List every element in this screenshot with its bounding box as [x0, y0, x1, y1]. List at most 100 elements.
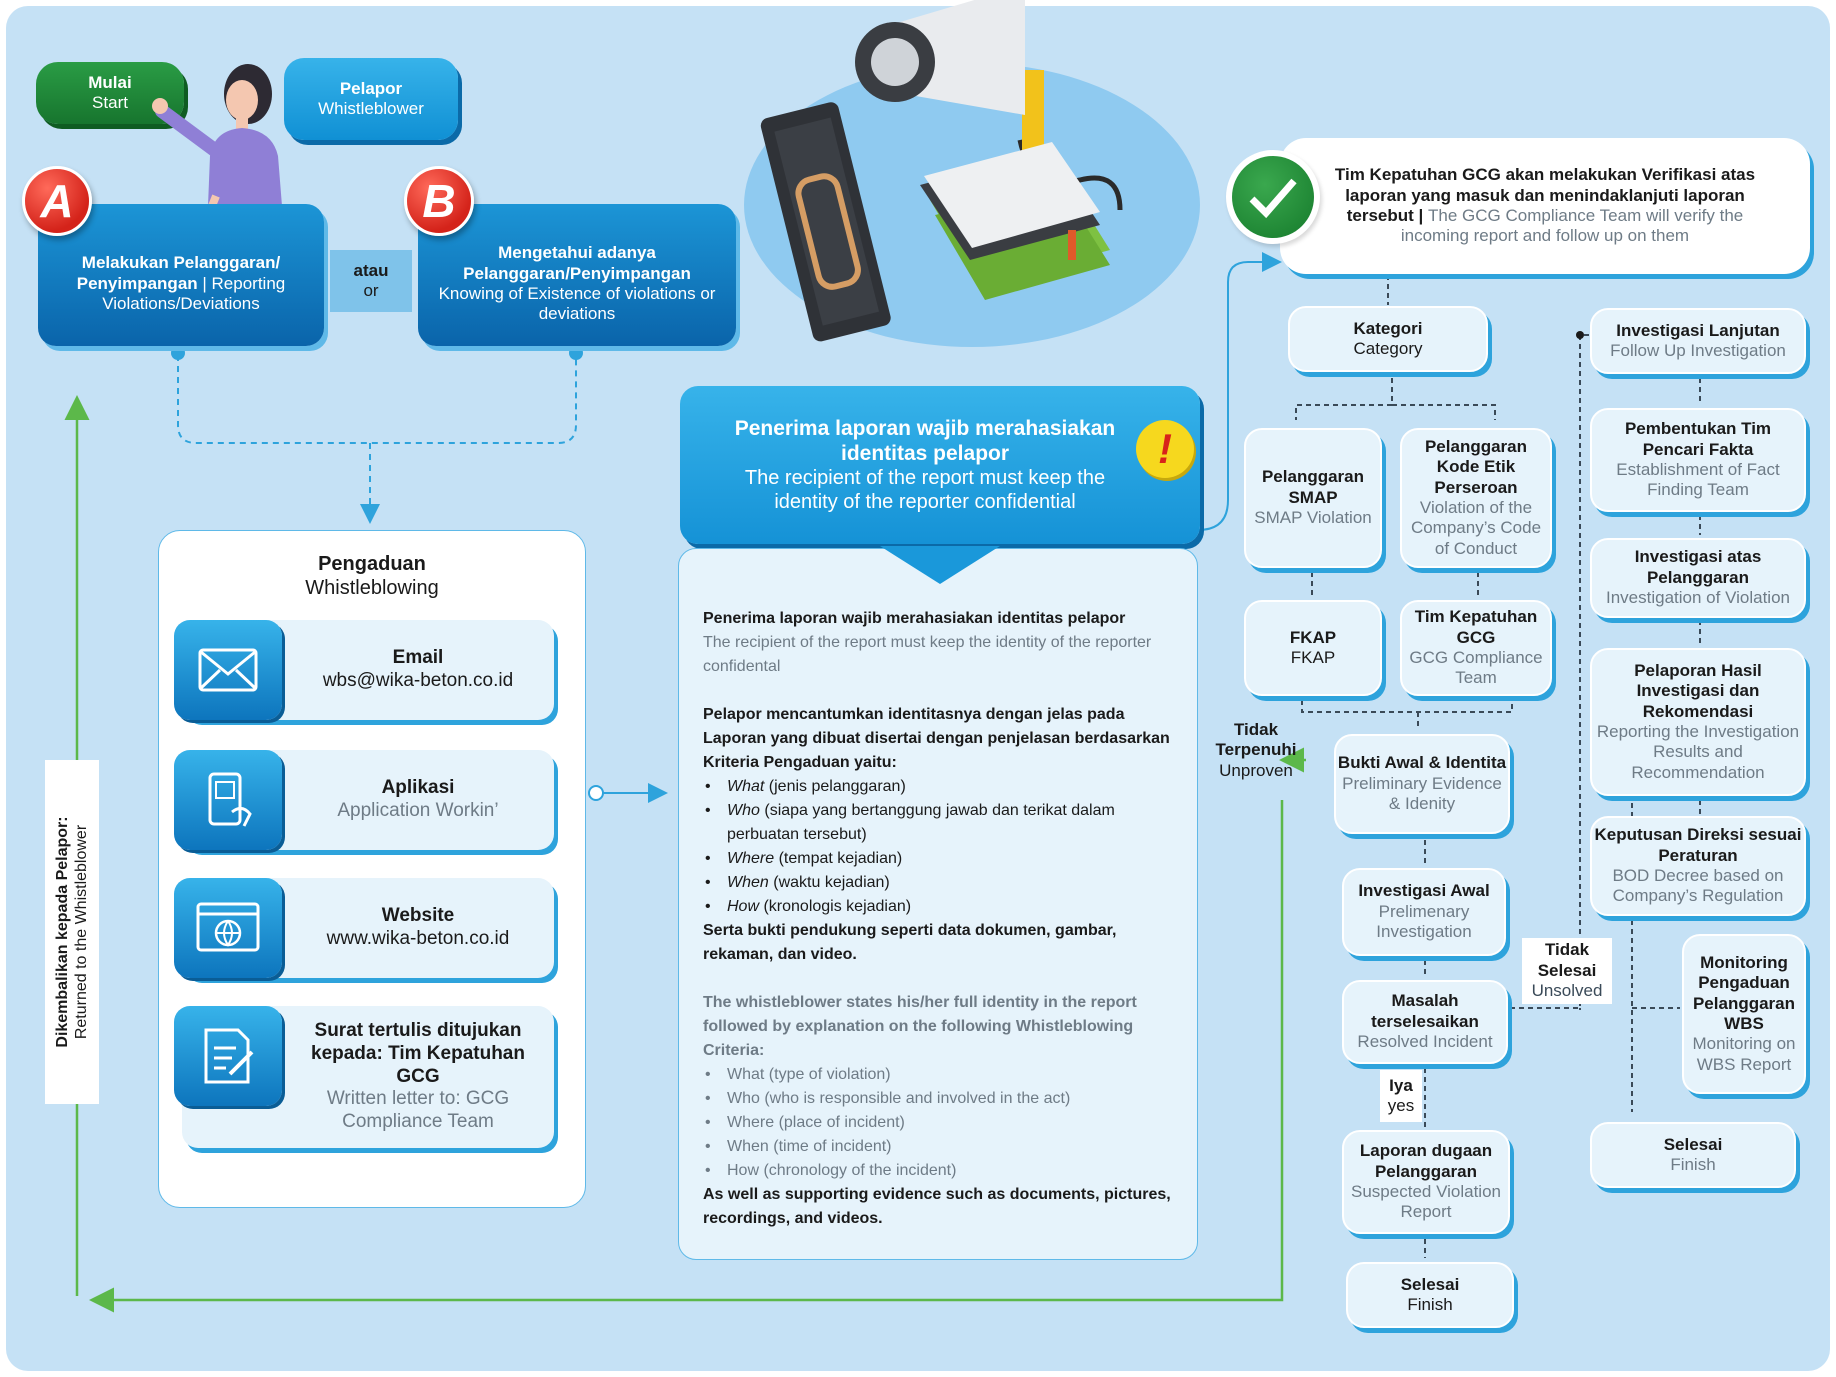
smap-subtitle: SMAP Violation — [1254, 508, 1372, 528]
option-a-box: Melakukan Pelanggaran/ Penyimpangan | Re… — [38, 204, 324, 346]
criteria-en-item: Where (place of incident) — [703, 1111, 1179, 1135]
criteria-p1-title: Penerima laporan wajib merahasiakan iden… — [703, 610, 1126, 627]
verification-separator: | — [1413, 206, 1429, 225]
check-icon — [1232, 156, 1314, 238]
channel-email-value: wbs@wika-beton.co.id — [322, 670, 514, 691]
channel-website-title: Website — [381, 905, 455, 927]
unproven-title: Tidak Terpenuhi — [1215, 720, 1297, 760]
gcg-team-subtitle: GCG Compliance Team — [1409, 648, 1543, 688]
channel-letter-title: Surat tertulis ditujukan kepada: Tim Kep… — [311, 1020, 525, 1087]
whistleblower-person-icon — [152, 64, 282, 206]
verification-box: Tim Kepatuhan GCG akan melakukan Verifik… — [1280, 138, 1810, 274]
unsolved-title: Tidak Selesai — [1537, 940, 1597, 980]
smap-title: Pelanggaran SMAP — [1261, 467, 1365, 507]
megaphone-books-illustration — [744, 0, 1200, 347]
unproven-subtitle: Unproven — [1219, 760, 1293, 780]
resolved-title: Masalah terselesaikan — [1371, 991, 1479, 1031]
email-icon — [174, 620, 282, 720]
complaint-header: Pengaduan Whistleblowing — [158, 552, 586, 600]
channel-letter-value: Written letter to: GCG Compliance Team — [326, 1088, 510, 1133]
returned-subtitle: Returned to the Whistleblower — [73, 824, 90, 1040]
option-a-separator: | — [197, 273, 212, 293]
channel-letter[interactable]: Surat tertulis ditujukan kepada: Tim Kep… — [174, 1006, 554, 1148]
confidentiality-subtitle: The recipient of the report must keep th… — [744, 467, 1106, 514]
letter-icon — [174, 1006, 282, 1106]
investigation-violation-title: Investigasi atas Pelanggaran — [1634, 547, 1762, 587]
returned-title: Dikembalikan kepada Pelapor: — [53, 816, 71, 1048]
verification-subtitle: The GCG Compliance Team will verify the … — [1400, 206, 1744, 246]
finish-2-title: Selesai — [1663, 1134, 1723, 1154]
evidence-subtitle: Preliminary Evidence & Idenity — [1342, 773, 1502, 814]
or-connector: atau or — [330, 250, 412, 312]
category-title: Kategori — [1353, 318, 1423, 338]
ab-merge-line — [177, 355, 577, 524]
channel-app-value: Application Workin’ — [337, 800, 499, 821]
whistleblower-title: Pelapor — [339, 78, 403, 98]
start-subtitle: Start — [92, 93, 128, 112]
fkap-subtitle: FKAP — [1290, 648, 1336, 667]
criteria-id-item: When (waktu kejadian) — [703, 871, 1179, 895]
badge-a: A — [22, 166, 92, 236]
option-a-subtitle: Reporting Violations/Deviations — [102, 273, 286, 314]
verification-title: Tim Kepatuhan GCG akan melakukan Verifik… — [1334, 165, 1756, 225]
website-icon — [174, 878, 282, 978]
criteria-p2-title: Pelapor mencantumkan identitasnya dengan… — [703, 706, 1170, 771]
fkap-title: FKAP — [1289, 627, 1337, 647]
evidence-title: Bukti Awal & Identita — [1337, 753, 1507, 773]
gcg-team-title: Tim Kepatuhan GCG — [1414, 607, 1538, 647]
returned-label: Dikembalikan kepada Pelapor: Returned to… — [53, 760, 91, 1104]
resolved-subtitle: Resolved Incident — [1357, 1032, 1493, 1052]
start-title: Mulai — [88, 72, 132, 92]
app-icon — [174, 750, 282, 850]
follow-up-title: Investigasi Lanjutan — [1616, 320, 1780, 340]
returned-label-box — [45, 760, 99, 1104]
criteria-id-item: What (jenis pelanggaran) — [703, 775, 1179, 799]
criteria-id-list: What (jenis pelanggaran) Who (siapa yang… — [703, 775, 1179, 919]
investigation-results-subtitle: Reporting the Investigation Results and … — [1596, 722, 1800, 782]
bod-decree-title: Keputusan Direksi sesuai Peraturan — [1594, 825, 1802, 865]
prelim-investigation-subtitle: Prelimenary Investigation — [1376, 901, 1472, 942]
fact-finding-subtitle: Establishment of Fact Finding Team — [1616, 460, 1780, 500]
investigation-violation-subtitle: Investigation of Violation — [1606, 588, 1790, 608]
suspected-report-subtitle: Suspected Violation Report — [1351, 1182, 1501, 1222]
option-b-subtitle: Knowing of Existence of violations or de… — [438, 284, 716, 324]
or-title: atau — [353, 260, 389, 280]
criteria-id-item: Who (siapa yang bertanggung jawab dan te… — [703, 799, 1179, 847]
channel-website-value: www.wika-beton.co.id — [326, 928, 510, 949]
option-b-box: Mengetahui adanya Pelanggaran/Penyimpang… — [418, 204, 736, 346]
option-b-title: Mengetahui adanya Pelanggaran/Penyimpang… — [463, 243, 691, 283]
monitoring-subtitle: Monitoring on WBS Report — [1692, 1034, 1796, 1074]
complaint-title: Pengaduan — [318, 553, 426, 575]
investigation-results-box: Pelaporan Hasil Investigasi dan Rekomend… — [1590, 648, 1806, 796]
criteria-id-item: How (kronologis kejadian) — [703, 895, 1179, 919]
investigation-results-title: Pelaporan Hasil Investigasi dan Rekomend… — [1634, 660, 1762, 721]
complaint-subtitle: Whistleblowing — [305, 577, 439, 599]
report-criteria-panel: Penerima laporan wajib merahasiakan iden… — [678, 548, 1198, 1260]
confidentiality-banner: Penerima laporan wajib merahasiakan iden… — [680, 386, 1200, 544]
suspected-report-title: Laporan dugaan Pelanggaran — [1359, 1141, 1493, 1181]
code-of-conduct-title: Pelanggaran Kode Etik Perseroan — [1424, 436, 1528, 497]
fact-finding-title: Pembentukan Tim Pencari Fakta — [1624, 419, 1772, 459]
badge-b: B — [404, 166, 474, 236]
criteria-en-item: Who (who is responsible and involved in … — [703, 1087, 1179, 1111]
bod-decree-subtitle: BOD Decree based on Company’s Regulation — [1612, 866, 1784, 906]
whistleblower-subtitle: Whistleblower — [318, 99, 424, 118]
